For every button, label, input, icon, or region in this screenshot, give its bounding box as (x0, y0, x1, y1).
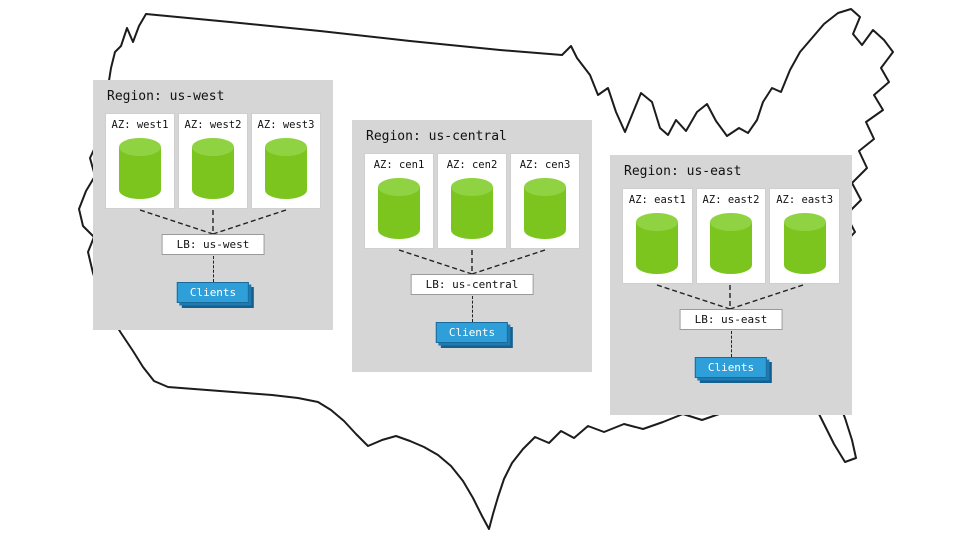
az-box-west2: AZ: west2 (178, 113, 248, 209)
lb-to-clients-connector (731, 331, 732, 357)
lb-to-clients-connector (472, 296, 473, 322)
clients-box: Clients (176, 282, 250, 303)
az-row: AZ: east1 AZ: east2 AZ: east3 (622, 188, 841, 284)
az-label: AZ: west1 (111, 119, 169, 131)
region-panel-us-west: Region: us-west AZ: west1 AZ: west2 AZ: … (93, 80, 333, 330)
database-cylinder-icon (524, 178, 566, 239)
az-box-cen3: AZ: cen3 (510, 153, 580, 249)
az-box-east3: AZ: east3 (769, 188, 841, 284)
region-panel-us-central: Region: us-central AZ: cen1 AZ: cen2 AZ:… (352, 120, 592, 372)
az-label: AZ: west3 (257, 119, 315, 131)
az-label: AZ: east3 (776, 194, 834, 206)
database-cylinder-icon (192, 138, 234, 199)
az-row: AZ: west1 AZ: west2 AZ: west3 (105, 113, 321, 209)
az-box-west1: AZ: west1 (105, 113, 175, 209)
load-balancer-box: LB: us-east (679, 309, 783, 330)
az-box-west3: AZ: west3 (251, 113, 321, 209)
az-to-lb-connectors (656, 284, 804, 310)
az-to-lb-connectors (139, 209, 287, 235)
database-cylinder-icon (710, 213, 752, 274)
region-title: Region: us-central (366, 129, 507, 144)
database-cylinder-icon (265, 138, 307, 199)
az-box-east2: AZ: east2 (695, 188, 767, 284)
az-box-cen1: AZ: cen1 (364, 153, 434, 249)
lb-to-clients-connector (213, 256, 214, 282)
database-cylinder-icon (378, 178, 420, 239)
load-balancer-box: LB: us-west (161, 234, 265, 255)
region-title: Region: us-east (624, 164, 742, 179)
az-label: AZ: east1 (628, 194, 686, 206)
region-panel-us-east: Region: us-east AZ: east1 AZ: east2 AZ: … (610, 155, 852, 415)
load-balancer-box: LB: us-central (410, 274, 534, 295)
az-row: AZ: cen1 AZ: cen2 AZ: cen3 (364, 153, 580, 249)
region-title: Region: us-west (107, 89, 225, 104)
az-label: AZ: east2 (702, 194, 760, 206)
database-cylinder-icon (783, 213, 826, 274)
database-cylinder-icon (636, 213, 679, 274)
clients-box: Clients (694, 357, 768, 378)
az-label: AZ: west2 (184, 119, 242, 131)
az-box-cen2: AZ: cen2 (437, 153, 507, 249)
az-label: AZ: cen3 (519, 159, 571, 171)
database-cylinder-icon (451, 178, 493, 239)
az-box-east1: AZ: east1 (622, 188, 693, 284)
clients-box: Clients (435, 322, 509, 343)
az-label: AZ: cen1 (373, 159, 425, 171)
database-cylinder-icon (119, 138, 161, 199)
az-label: AZ: cen2 (446, 159, 498, 171)
az-to-lb-connectors (398, 249, 546, 275)
